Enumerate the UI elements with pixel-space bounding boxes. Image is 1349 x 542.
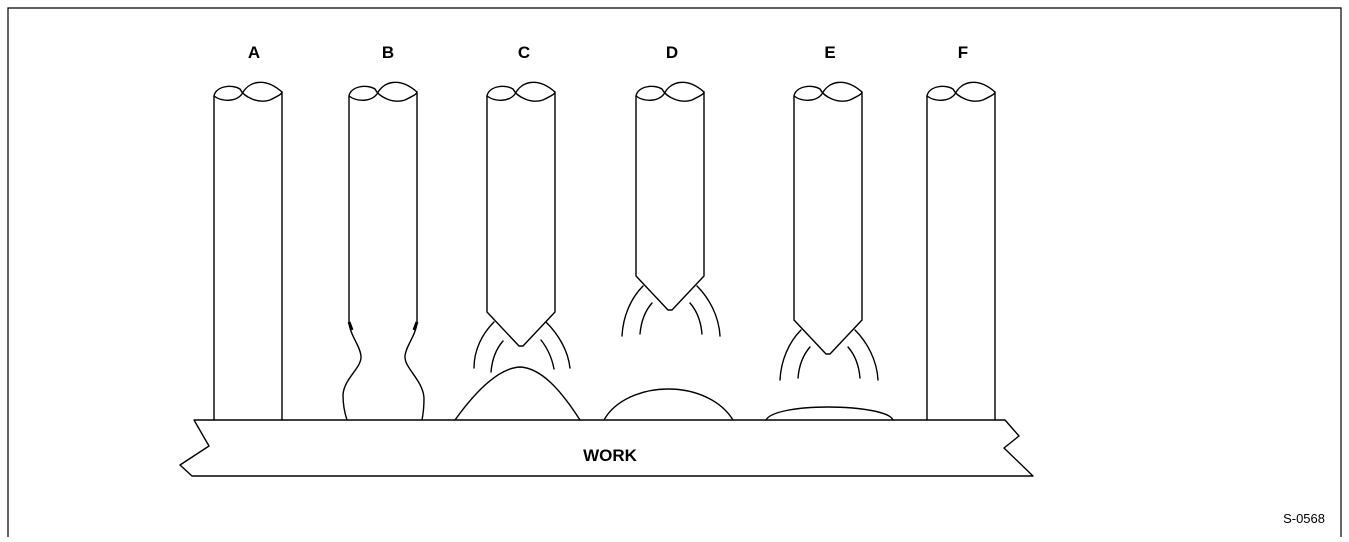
frame [7, 7, 1342, 537]
electrode-d: D [621, 43, 721, 337]
electrode-f-break-mark [926, 81, 996, 102]
electrode-b-body [342, 91, 425, 421]
electrode-f-body [926, 91, 996, 421]
electrode-e: E [779, 43, 879, 381]
electrode-e-arc-lines [779, 329, 879, 381]
electrode-b-break-mark [348, 81, 418, 102]
work-label: WORK [583, 446, 638, 465]
electrode-d-arc-lines [621, 285, 721, 337]
electrode-a-break-mark [213, 81, 283, 102]
electrode-e-break-mark [793, 81, 863, 102]
figure-code: S-0568 [1283, 511, 1325, 526]
electrode-label-f: F [958, 43, 968, 62]
electrode-c-body [486, 91, 556, 347]
electrode-c: C [473, 43, 571, 373]
work-plate [179, 419, 1034, 477]
electrode-c-break-mark [486, 81, 556, 102]
weld-deposit-c [454, 366, 581, 421]
electrode-b-burn-right [412, 321, 419, 331]
electrode-label-e: E [824, 43, 835, 62]
electrode-b-burn-left [347, 321, 354, 331]
weld-deposit-e [765, 406, 894, 421]
electrode-label-d: D [666, 43, 678, 62]
electrode-d-break-mark [635, 81, 705, 102]
electrode-f: F [926, 43, 996, 421]
electrode-e-body [793, 91, 863, 355]
electrode-a-body [213, 91, 283, 421]
electrode-a: A [213, 43, 283, 421]
electrode-label-a: A [248, 43, 260, 62]
weld-deposit-d [603, 388, 734, 421]
electrode-c-arc-lines [473, 321, 571, 373]
electrode-b: B [342, 43, 425, 421]
electrode-d-body [635, 91, 705, 311]
electrode-label-c: C [518, 43, 530, 62]
electrode-label-b: B [382, 43, 394, 62]
